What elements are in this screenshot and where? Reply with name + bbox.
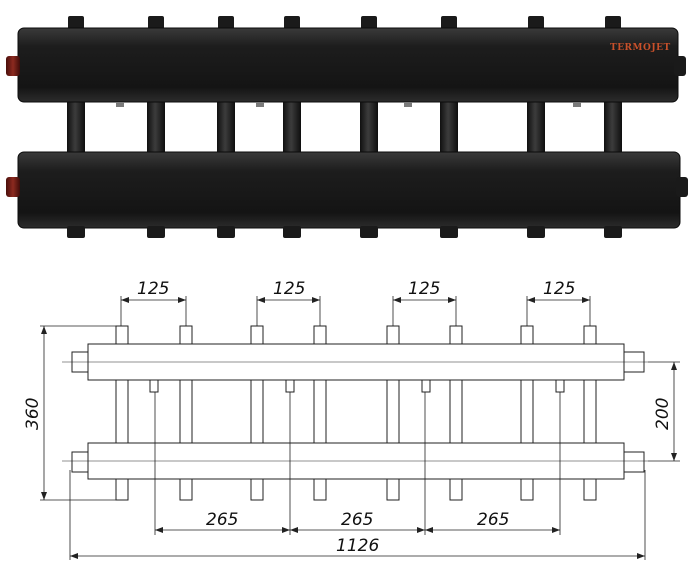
drawing-bottom-stub — [583, 478, 597, 501]
connecting-pipe — [67, 100, 85, 154]
drawing-top-stub — [386, 325, 400, 345]
drawing-connector — [386, 379, 400, 444]
top-nipple — [218, 16, 234, 30]
dim-265-3: 265 — [477, 510, 509, 530]
drawing-bottom-stub — [386, 478, 400, 501]
connecting-pipe — [604, 100, 622, 154]
drawing-top-stub — [115, 325, 129, 345]
drawing-bottom-stub — [520, 478, 534, 501]
dimensions — [40, 296, 680, 560]
drawing-bottom-stub — [115, 478, 129, 501]
top-nipple — [361, 16, 377, 30]
drawing-connector — [179, 379, 193, 444]
connecting-pipe — [440, 100, 458, 154]
bottom-nipple — [217, 226, 235, 238]
connecting-pipes — [67, 100, 622, 154]
top-nipple — [605, 16, 621, 30]
drawing-connector — [115, 379, 129, 444]
drawing-top-stub — [250, 325, 264, 345]
bottom-nipple — [360, 226, 378, 238]
dim-1126: 1126 — [336, 536, 379, 556]
end-cap-lower-right — [676, 177, 688, 197]
top-nipple — [528, 16, 544, 30]
technical-drawing — [62, 325, 648, 501]
dim-265-1: 265 — [206, 510, 238, 530]
sensor-sockets — [116, 102, 581, 107]
dim-360: 360 — [23, 398, 43, 430]
drawing-connector — [313, 379, 327, 444]
top-nipple — [284, 16, 300, 30]
dim-265-2: 265 — [341, 510, 373, 530]
end-cap-upper-left — [6, 56, 20, 76]
drawing-bottom-stub — [449, 478, 463, 501]
dim-200: 200 — [653, 398, 673, 430]
connecting-pipe — [147, 100, 165, 154]
connecting-pipe — [283, 100, 301, 154]
dim-125-1: 125 — [137, 279, 169, 299]
connecting-pipe — [217, 100, 235, 154]
drawing-bottom-stub — [179, 478, 193, 501]
dimension-arrows — [41, 297, 677, 559]
bottom-nipple — [67, 226, 85, 238]
connecting-pipe — [360, 100, 378, 154]
bottom-nipple — [527, 226, 545, 238]
connecting-pipe — [527, 100, 545, 154]
drawing-connector — [449, 379, 463, 444]
end-cap-lower-left — [6, 177, 20, 197]
bottom-nipple — [147, 226, 165, 238]
drawing-top-stub — [449, 325, 463, 345]
drawing-top-stub — [179, 325, 193, 345]
drawing-outlets — [115, 325, 597, 501]
drawing-bottom-stub — [313, 478, 327, 501]
dim-125-4: 125 — [543, 279, 575, 299]
upper-header-bar — [17, 27, 679, 103]
manifold-photo: TERMOJET — [6, 16, 688, 238]
drawing-connector — [583, 379, 597, 444]
bottom-nipples — [67, 226, 622, 238]
bottom-nipple — [283, 226, 301, 238]
drawing-bottom-stub — [250, 478, 264, 501]
top-nipple — [441, 16, 457, 30]
top-nipple — [68, 16, 84, 30]
drawing-connector — [250, 379, 264, 444]
end-cap-upper-right — [674, 56, 686, 76]
bottom-nipple — [604, 226, 622, 238]
drawing-top-stub — [583, 325, 597, 345]
drawing-top-stub — [313, 325, 327, 345]
dim-125-2: 125 — [273, 279, 305, 299]
dim-125-3: 125 — [408, 279, 440, 299]
brand-label: TERMOJET — [610, 43, 671, 53]
drawing-top-stub — [520, 325, 534, 345]
top-nipples — [68, 16, 621, 30]
lower-header-bar — [17, 151, 681, 229]
bottom-nipple — [440, 226, 458, 238]
drawing-connector — [520, 379, 534, 444]
top-nipple — [148, 16, 164, 30]
